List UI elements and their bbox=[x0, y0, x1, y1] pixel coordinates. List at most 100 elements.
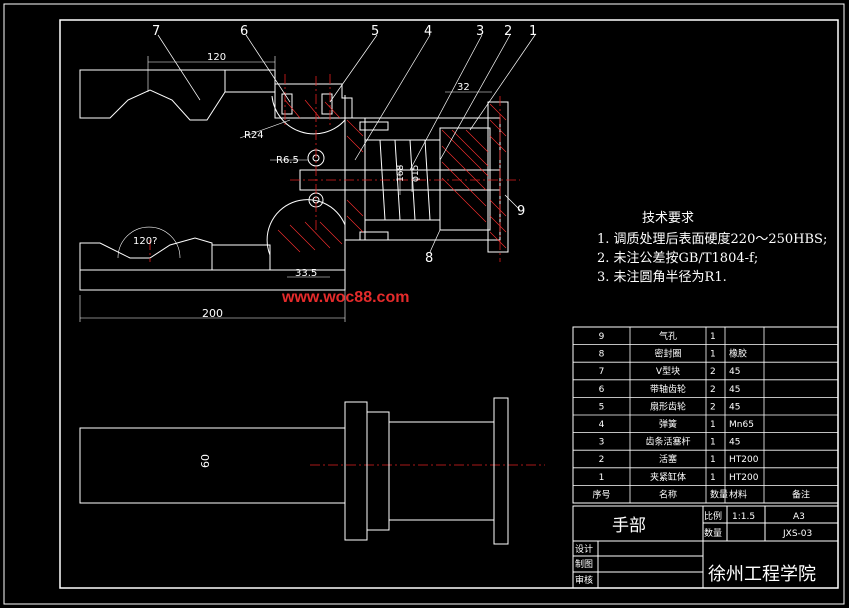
drawing-name: 手部 bbox=[612, 516, 646, 536]
parts-cell-name: 夹紧缸体 bbox=[650, 471, 686, 483]
inner-frame bbox=[59, 19, 839, 589]
parts-cell-qty: 2 bbox=[710, 385, 716, 395]
spring-guide bbox=[365, 139, 440, 221]
tech-title: 技术要求 bbox=[642, 211, 694, 226]
dim-r24: R24 bbox=[244, 130, 264, 141]
parts-cell-material: 45 bbox=[729, 438, 740, 448]
parts-cell-name: 扇形齿轮 bbox=[650, 400, 686, 412]
review-label: 审核 bbox=[575, 574, 593, 586]
bottom-view bbox=[79, 397, 509, 545]
parts-header-name: 名称 bbox=[659, 488, 677, 500]
cylinder-body bbox=[345, 117, 501, 241]
lower-bolt bbox=[359, 231, 389, 241]
parts-cell-no: 2 bbox=[599, 455, 605, 465]
parts-cell-material: 45 bbox=[729, 367, 740, 377]
parts-cell-material: HT200 bbox=[729, 473, 759, 483]
callout-6: 6 bbox=[240, 24, 248, 39]
parts-cell-material: 45 bbox=[729, 385, 740, 395]
dim-120: 120 bbox=[207, 52, 226, 63]
upper-sector-gear bbox=[271, 95, 346, 135]
dim-32: 32 bbox=[457, 82, 470, 93]
callout-9: 9 bbox=[517, 204, 525, 219]
draw-label: 制图 bbox=[575, 558, 593, 570]
title-block-texts: 手部 比例 1:1.5 A3 数量 JXS-03 设计 制图 审核 徐州工程学院 bbox=[575, 510, 816, 586]
tech-item-3: 3. 未注圆角半径为R1. bbox=[597, 270, 727, 285]
tech-item-1: 1. 调质处理后表面硬度220～250HBS; bbox=[597, 231, 827, 247]
design-label: 设计 bbox=[575, 543, 593, 555]
scale-label: 比例 bbox=[704, 510, 722, 522]
callout-4: 4 bbox=[424, 24, 432, 39]
callout-2: 2 bbox=[504, 24, 512, 39]
parts-cell-qty: 2 bbox=[710, 367, 716, 377]
callout-leaders bbox=[157, 34, 536, 253]
parts-cell-no: 9 bbox=[599, 332, 605, 342]
title-block-frame bbox=[572, 505, 839, 589]
upper-v-block bbox=[79, 69, 226, 121]
parts-cell-qty: 1 bbox=[710, 438, 716, 448]
tech-requirements: 技术要求 1. 调质处理后表面硬度220～250HBS; 2. 未注公差按GB/… bbox=[597, 211, 827, 285]
callout-7: 7 bbox=[152, 24, 160, 39]
dim-60: 60 bbox=[199, 454, 212, 468]
parts-cell-name: 齿条活塞杆 bbox=[645, 436, 690, 448]
qty-label: 数量 bbox=[704, 527, 722, 539]
dim-r6-5: R6.5 bbox=[276, 155, 299, 166]
title-block bbox=[572, 505, 839, 589]
parts-cell-no: 5 bbox=[599, 402, 605, 412]
piston bbox=[439, 127, 491, 231]
parts-cell-qty: 2 bbox=[710, 402, 716, 412]
upper-pin-right bbox=[321, 93, 333, 115]
parts-cell-material: HT200 bbox=[729, 455, 759, 465]
parts-cell-no: 8 bbox=[599, 350, 605, 360]
size-value: A3 bbox=[793, 512, 805, 522]
parts-cell-name: 活塞 bbox=[659, 453, 677, 465]
dim-phi15: φ15 bbox=[411, 165, 421, 182]
dim-angle: 120? bbox=[133, 236, 157, 247]
dim-168: 168 bbox=[396, 165, 406, 182]
parts-cell-qty: 1 bbox=[710, 350, 716, 360]
school-name: 徐州工程学院 bbox=[708, 564, 816, 585]
parts-header-no: 序号 bbox=[592, 488, 610, 500]
lower-sector-gear bbox=[266, 199, 346, 271]
callout-5: 5 bbox=[371, 24, 379, 39]
upper-lever bbox=[274, 83, 353, 119]
upper-pin-left bbox=[281, 93, 293, 115]
parts-cell-name: V型块 bbox=[656, 365, 680, 377]
bottom-end-cap bbox=[493, 397, 509, 545]
parts-cell-qty: 1 bbox=[710, 455, 716, 465]
parts-cell-qty: 1 bbox=[710, 332, 716, 342]
scale-value: 1:1.5 bbox=[732, 512, 755, 522]
parts-cell-no: 4 bbox=[599, 420, 605, 430]
cylinder-end-cap bbox=[487, 101, 509, 253]
dimension-lines bbox=[79, 56, 492, 322]
outer-frame bbox=[3, 3, 845, 605]
drawing-number: JXS-03 bbox=[782, 529, 812, 539]
dim-200: 200 bbox=[202, 307, 223, 320]
dimension-texts: 120 32 R24 R6.5 168 φ15 120? 33.5 200 60 bbox=[133, 52, 470, 468]
parts-cell-no: 6 bbox=[599, 385, 605, 395]
parts-cell-no: 1 bbox=[599, 473, 605, 483]
watermark-text: www.woc88.com bbox=[281, 289, 409, 306]
parts-cell-name: 气孔 bbox=[659, 330, 677, 342]
parts-cell-material: Mn65 bbox=[729, 420, 754, 430]
upper-bolt bbox=[359, 121, 389, 131]
callout-3: 3 bbox=[476, 24, 484, 39]
parts-cell-name: 带轴齿轮 bbox=[650, 383, 686, 395]
callout-labels: 7 6 5 4 3 2 1 9 8 bbox=[152, 24, 537, 266]
parts-cell-no: 7 bbox=[599, 367, 605, 377]
parts-cell-qty: 1 bbox=[710, 420, 716, 430]
tech-item-2: 2. 未注公差按GB/T1804-f; bbox=[597, 251, 758, 266]
cylinder-front-flange bbox=[344, 117, 366, 241]
parts-cell-material: 45 bbox=[729, 402, 740, 412]
parts-cell-qty: 1 bbox=[710, 473, 716, 483]
parts-cell-name: 弹簧 bbox=[659, 418, 677, 430]
parts-cell-material: 橡胶 bbox=[729, 348, 747, 360]
parts-header-note: 备注 bbox=[792, 488, 810, 500]
parts-cell-no: 3 bbox=[599, 438, 605, 448]
parts-header-qty: 数量 bbox=[710, 488, 728, 500]
callout-1: 1 bbox=[529, 24, 537, 39]
section-hatching bbox=[277, 99, 507, 253]
dim-33-5: 33.5 bbox=[295, 268, 317, 279]
